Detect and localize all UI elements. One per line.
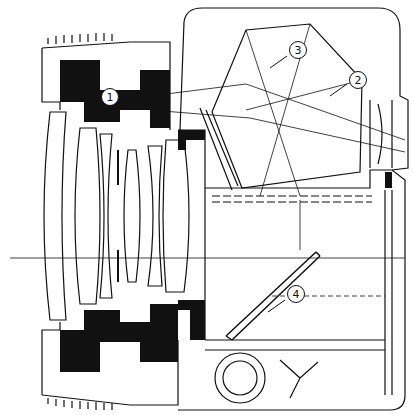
lens-element bbox=[124, 150, 140, 282]
bottom-sensor bbox=[280, 360, 318, 398]
callout-number: 1 bbox=[101, 88, 119, 106]
leader-line bbox=[121, 99, 150, 104]
lens-element bbox=[148, 146, 162, 286]
lens-barrel bbox=[42, 42, 170, 130]
barrel-wall bbox=[60, 60, 170, 128]
barrel-wall bbox=[60, 304, 178, 372]
focus-ring-ridges bbox=[48, 33, 112, 44]
barrel-sections bbox=[60, 60, 392, 372]
callout-number-text: 1 bbox=[107, 92, 114, 103]
bottom-part bbox=[223, 361, 257, 395]
camera-body bbox=[178, 130, 405, 410]
pentaprism bbox=[212, 24, 362, 188]
lens-mount bbox=[178, 130, 205, 150]
lens-element bbox=[75, 128, 100, 304]
light-ray bbox=[246, 24, 362, 196]
leader-lines bbox=[121, 56, 347, 312]
aperture bbox=[117, 150, 119, 282]
camera-drawing bbox=[42, 8, 408, 410]
callout-number-text: 3 bbox=[295, 45, 302, 56]
callout-number: 3 bbox=[289, 41, 307, 59]
lens-mount bbox=[178, 300, 205, 340]
film-plane bbox=[205, 190, 392, 395]
callout-number-text: 4 bbox=[293, 289, 300, 300]
lens-element bbox=[100, 134, 112, 298]
callout-number-text: 2 bbox=[355, 75, 362, 86]
body-base bbox=[205, 349, 385, 350]
callout-number: 2 bbox=[349, 71, 367, 89]
lens-element bbox=[44, 112, 66, 320]
focus-ring-ridges bbox=[48, 398, 112, 410]
leader-line bbox=[270, 56, 287, 68]
callout-number: 4 bbox=[287, 285, 305, 303]
lens-element bbox=[163, 140, 189, 292]
light-ray bbox=[150, 84, 405, 140]
leader-line bbox=[330, 84, 347, 96]
light-rays bbox=[10, 24, 405, 296]
light-ray bbox=[150, 110, 405, 152]
shutter-frame bbox=[385, 172, 392, 188]
light-ray bbox=[300, 200, 301, 250]
focusing-screen bbox=[212, 196, 372, 202]
leader-line bbox=[268, 300, 285, 312]
meter-cell bbox=[200, 108, 238, 190]
optical-axis bbox=[10, 258, 405, 259]
bottom-part bbox=[215, 353, 265, 403]
